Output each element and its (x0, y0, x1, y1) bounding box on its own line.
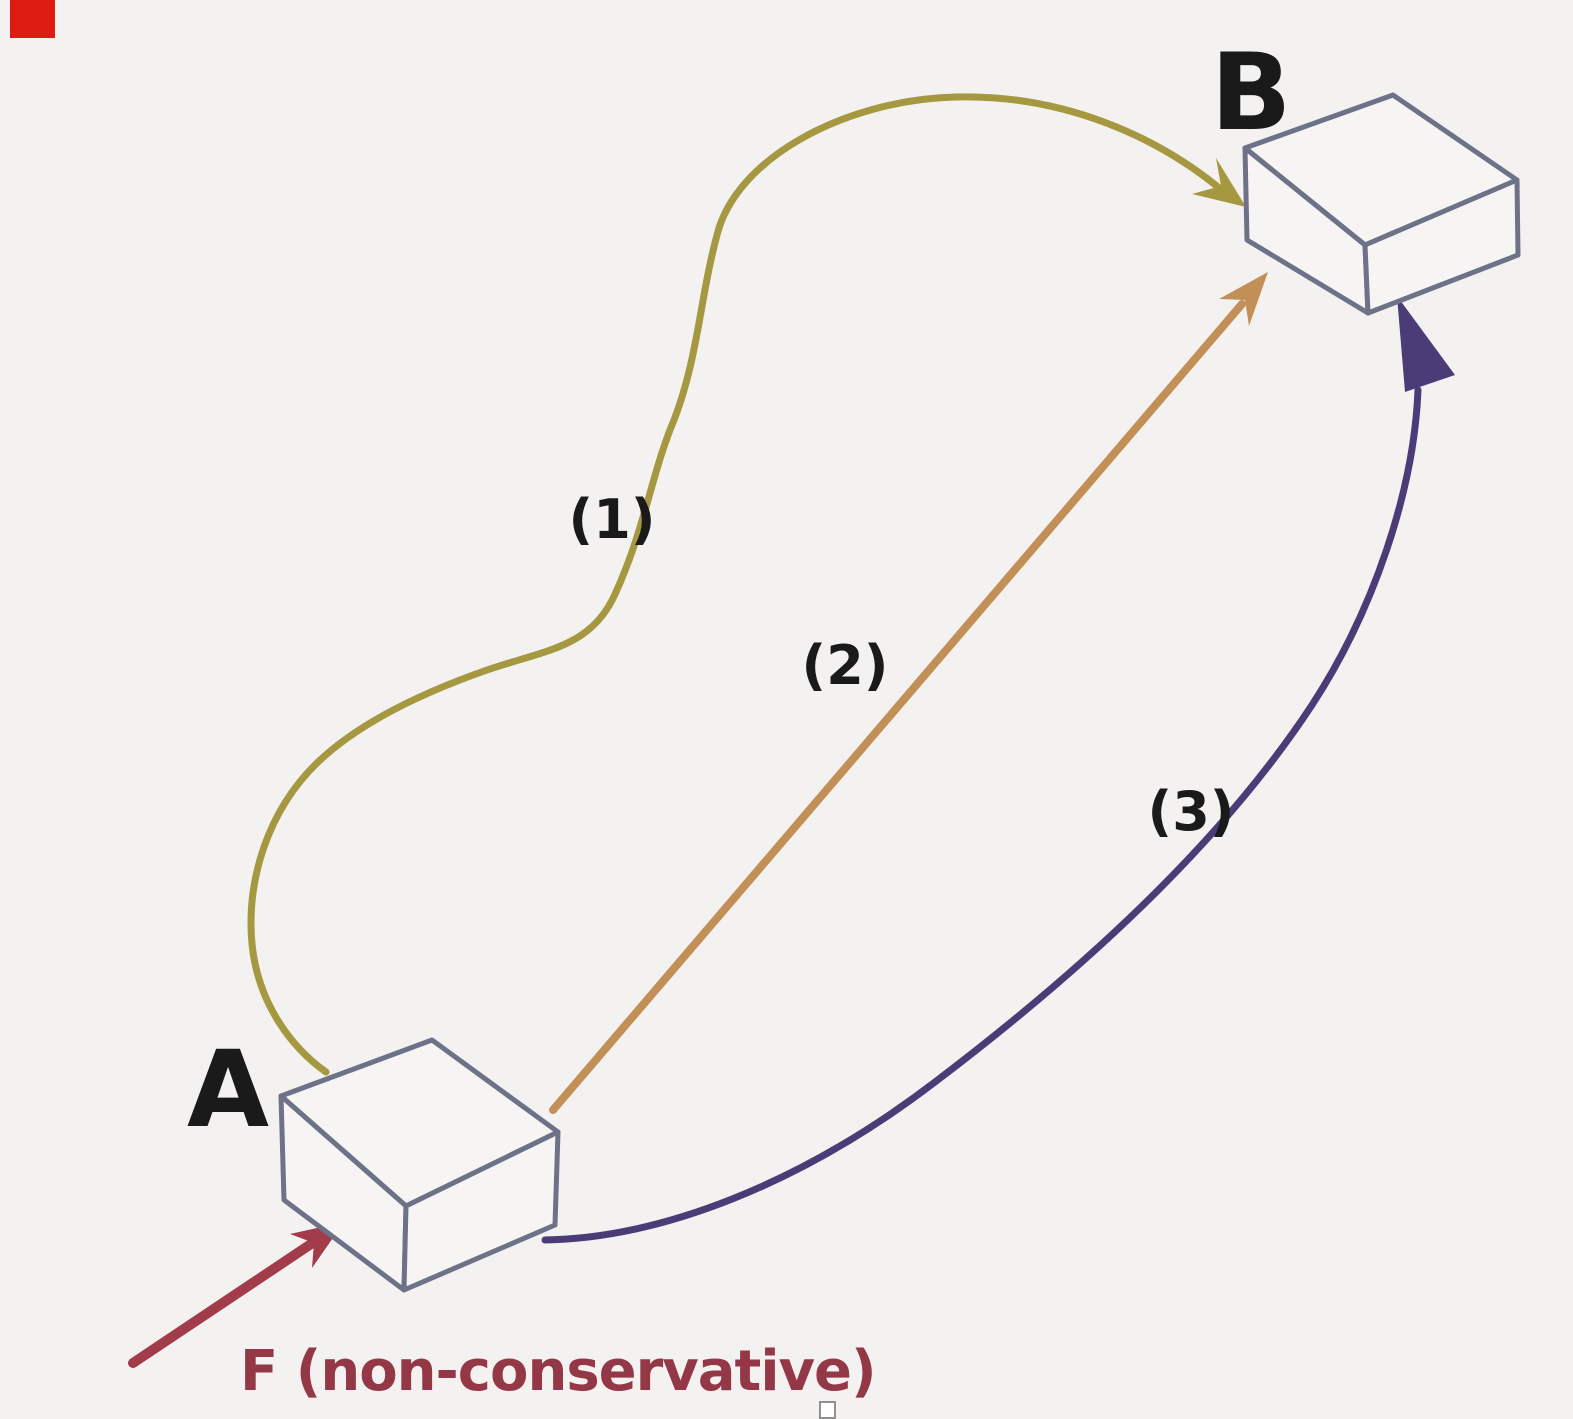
corner-marker (10, 0, 55, 38)
path-2-label: (2) (802, 634, 889, 697)
path-3-arrowhead-icon (1397, 296, 1455, 392)
point-a-label: A (187, 1028, 269, 1151)
text-cursor-artifact (819, 1401, 836, 1419)
path-3-label: (3) (1148, 780, 1235, 843)
point-b-label: B (1211, 31, 1292, 154)
force-caption: F (non-conservative) (240, 1339, 876, 1404)
path-2-straight-arrow (549, 272, 1268, 1114)
path-2-line (549, 300, 1246, 1114)
box-b-right-face (1362, 177, 1521, 316)
path-1-wavy-curve (247, 93, 1246, 1076)
path-3-line (541, 386, 1422, 1244)
path-2-arrowhead-icon (1219, 272, 1268, 326)
path-1-arrowhead-icon (1192, 158, 1246, 207)
path-1-line (247, 93, 1228, 1076)
path-1-label: (1) (569, 488, 656, 551)
force-arrow-line (128, 1233, 325, 1368)
path-3-curved-arrow (541, 296, 1455, 1244)
box-b (1242, 92, 1521, 316)
box-a (278, 1037, 561, 1293)
box-a-right-face (401, 1129, 561, 1293)
